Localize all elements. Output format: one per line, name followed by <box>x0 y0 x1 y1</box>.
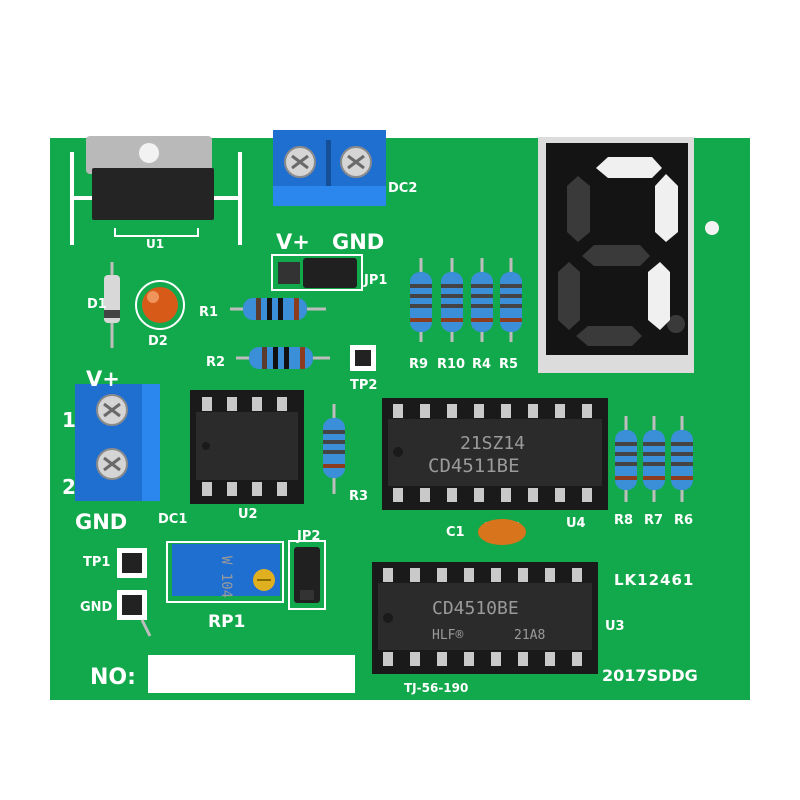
resistor-r10: R10 <box>437 258 465 372</box>
label-u1: U1 <box>146 237 164 251</box>
label-r10: R10 <box>437 357 465 372</box>
label-gnd-top: GND <box>332 230 384 254</box>
label-vplus-top: V+ <box>276 230 310 254</box>
test-point-gnd: GND <box>80 590 152 637</box>
label-lot-number: LK12461 <box>614 571 694 589</box>
ic-u4: 21SZ14 CD4511BE U4 <box>382 398 608 531</box>
resistor-r5: R5 <box>499 258 522 372</box>
terminal-block-dc1: V+ 1 2 GND DC1 <box>62 367 187 534</box>
u4-marking-line2: CD4511BE <box>428 455 520 477</box>
capacitor-c1: C1 <box>446 519 526 545</box>
resistor-r4: R4 <box>471 258 493 372</box>
mounting-hole <box>705 221 719 235</box>
label-r8: R8 <box>614 513 633 528</box>
voltage-regulator-u1: U1 <box>70 136 242 251</box>
label-d2: D2 <box>148 334 168 349</box>
serial-number-box <box>148 655 355 693</box>
ic-u3: CD4510BE HLF® 21A8 U3 <box>372 562 625 674</box>
label-no: NO: <box>90 665 136 690</box>
label-dc2: DC2 <box>388 181 417 196</box>
resistor-r8: R8 <box>614 416 637 528</box>
label-r1: R1 <box>199 305 218 320</box>
label-r4: R4 <box>472 357 491 372</box>
label-r5: R5 <box>499 357 518 372</box>
resistor-r9: R9 <box>409 258 432 372</box>
label-gnd-left: GND <box>75 510 127 534</box>
label-pin1: 1 <box>62 408 76 432</box>
test-point-tp1: TP1 <box>83 548 147 578</box>
label-gnd-tp: GND <box>80 600 113 615</box>
display-unlit-segments <box>558 176 685 346</box>
ic-u2: U2 <box>190 390 304 522</box>
jumper-jp2: JP2 <box>288 529 326 610</box>
label-r2: R2 <box>206 355 225 370</box>
label-vplus-left: V+ <box>86 367 120 391</box>
label-c1: C1 <box>446 525 465 540</box>
label-tp2: TP2 <box>350 378 377 393</box>
label-d1: D1 <box>87 297 107 312</box>
pot-marking: W 104 <box>218 556 234 598</box>
label-u4: U4 <box>566 516 586 531</box>
test-point-tp2: TP2 <box>350 345 377 393</box>
label-rp1: RP1 <box>208 612 245 632</box>
resistor-r7: R7 <box>643 416 665 528</box>
u4-marking-line1: 21SZ14 <box>460 433 525 454</box>
led-d2: D2 <box>135 280 185 349</box>
label-brand: 2017SDDG <box>602 666 698 685</box>
resistor-r1: R1 <box>199 298 326 320</box>
seven-segment-display: 7 <box>538 137 694 373</box>
resistor-r6: R6 <box>671 416 693 528</box>
label-u2: U2 <box>238 507 258 522</box>
diode-d1: D1 <box>87 262 120 348</box>
label-pin2: 2 <box>62 475 76 499</box>
label-dc1: DC1 <box>158 512 187 527</box>
label-r3: R3 <box>349 489 368 504</box>
label-tp1: TP1 <box>83 555 110 570</box>
terminal-block-dc2: DC2 V+ GND <box>273 130 417 254</box>
u3-marking-line1: CD4510BE <box>432 598 519 619</box>
jumper-jp1: JP1 <box>271 254 387 291</box>
potentiometer-rp1: W 104 RP1 <box>166 541 284 632</box>
label-jp2: JP2 <box>296 529 320 544</box>
resistor-r2: R2 <box>206 347 330 370</box>
label-tj: TJ-56-190 <box>404 681 468 695</box>
label-r9: R9 <box>409 357 428 372</box>
label-r6: R6 <box>674 513 693 528</box>
display-lit-segments <box>596 157 678 330</box>
resistor-r3: R3 <box>323 404 368 504</box>
u3-marking-line2: HLF® <box>432 628 463 643</box>
u3-marking-line3: 21A8 <box>514 628 545 643</box>
label-u3: U3 <box>605 619 625 634</box>
label-jp1: JP1 <box>363 273 387 288</box>
label-r7: R7 <box>644 513 663 528</box>
